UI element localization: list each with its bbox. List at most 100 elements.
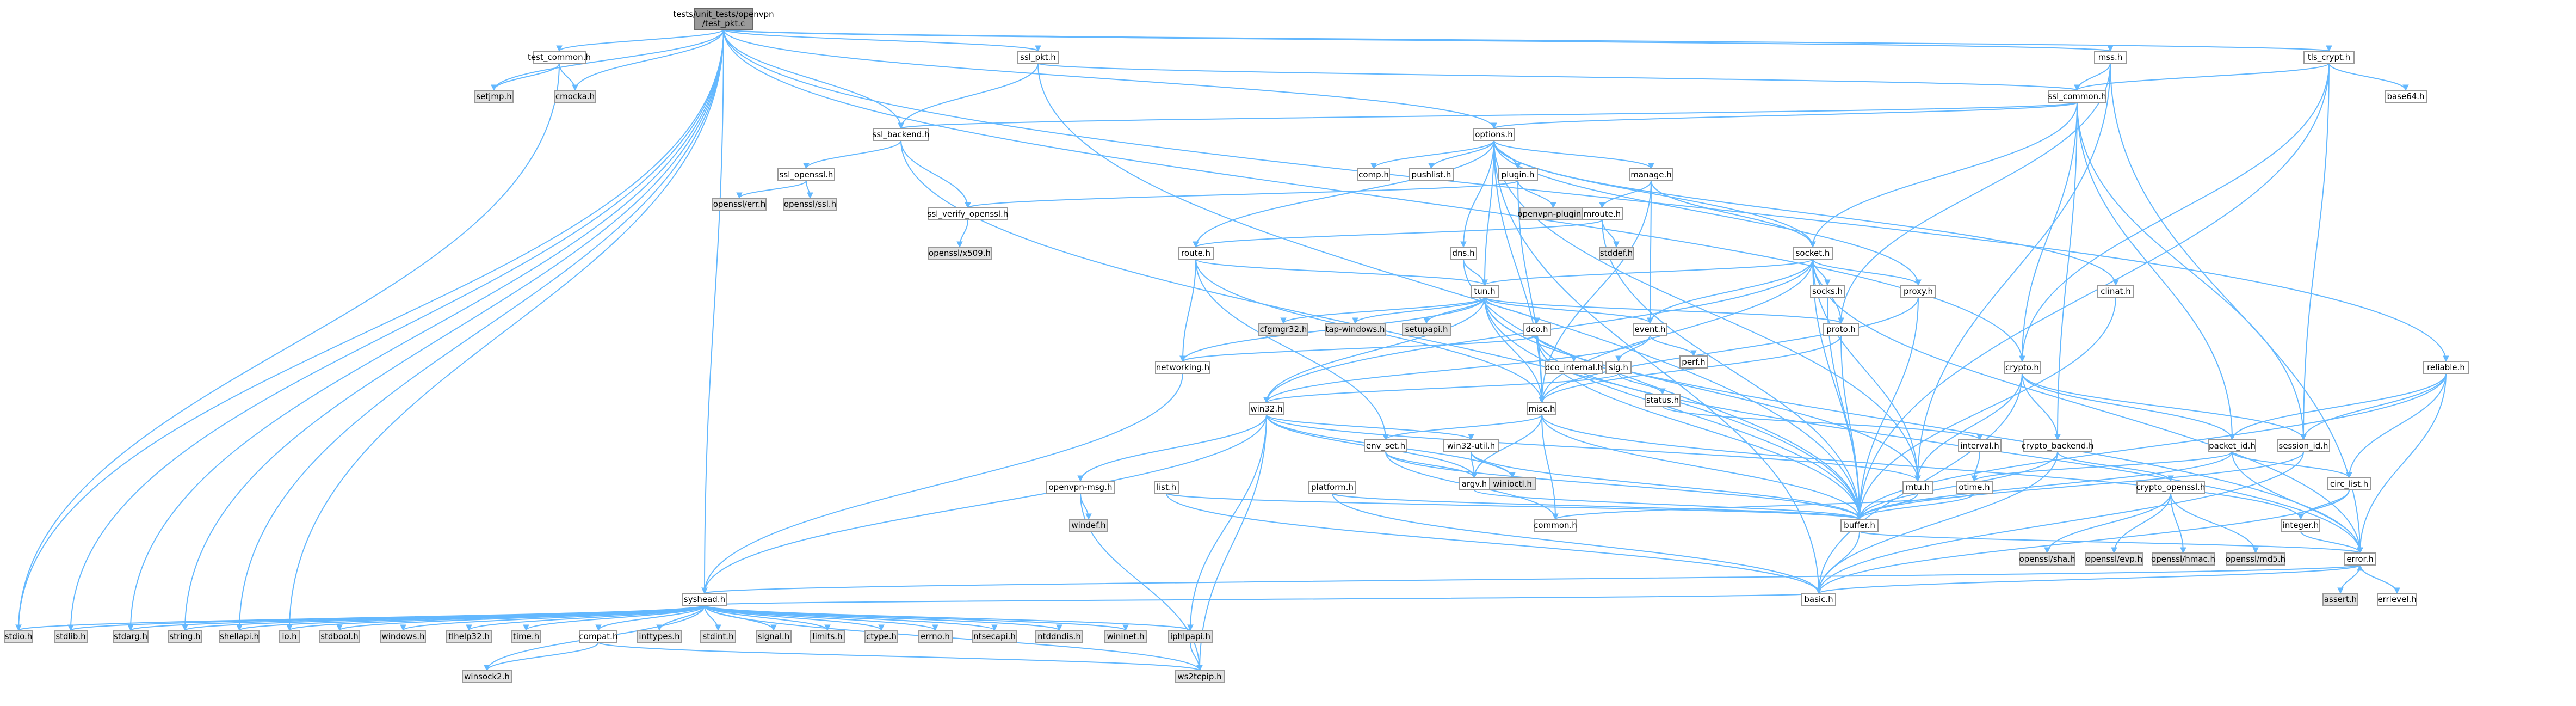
node-openssl-sha[interactable]: openssl/sha.h: [2019, 552, 2075, 566]
node-ntsecapi[interactable]: ntsecapi.h: [972, 630, 1017, 643]
node-clinat[interactable]: clinat.h: [2097, 285, 2134, 298]
node-platform[interactable]: platform.h: [1308, 481, 1356, 494]
node-packet-id[interactable]: packet_id.h: [2208, 439, 2256, 452]
node-env-set[interactable]: env_set.h: [1364, 439, 1407, 452]
node-status[interactable]: status.h: [1645, 394, 1681, 407]
node-openssl-evp[interactable]: openssl/evp.h: [2085, 552, 2143, 566]
node-openssl-err[interactable]: openssl/err.h: [712, 198, 767, 211]
node-manage[interactable]: manage.h: [1629, 168, 1673, 181]
node-cfgmgr32[interactable]: cfgmgr32.h: [1258, 323, 1308, 336]
node-pushlist[interactable]: pushlist.h: [1409, 168, 1454, 181]
node-mroute[interactable]: mroute.h: [1582, 207, 1623, 220]
node-integer[interactable]: integer.h: [2281, 519, 2320, 532]
node-basic[interactable]: basic.h: [1801, 593, 1836, 606]
node-comp[interactable]: comp.h: [1357, 168, 1390, 181]
node-misc[interactable]: misc.h: [1527, 402, 1556, 415]
node-error[interactable]: error.h: [2344, 552, 2376, 566]
node-common[interactable]: common.h: [1534, 519, 1577, 532]
node-stdint[interactable]: stdint.h: [700, 630, 736, 643]
node-win32-util[interactable]: win32-util.h: [1443, 439, 1499, 452]
node-errno[interactable]: errno.h: [918, 630, 953, 643]
node-setjmp[interactable]: setjmp.h: [474, 90, 514, 103]
node-stdbool[interactable]: stdbool.h: [319, 630, 360, 643]
node-ssl-common[interactable]: ssl_common.h: [2048, 90, 2106, 103]
node-win32[interactable]: win32.h: [1249, 402, 1284, 415]
node-time[interactable]: time.h: [511, 630, 541, 643]
node-tlhelp32[interactable]: tlhelp32.h: [446, 630, 492, 643]
node-inttypes[interactable]: inttypes.h: [637, 630, 682, 643]
node-otime[interactable]: otime.h: [1956, 481, 1993, 494]
node-openssl-hmac[interactable]: openssl/hmac.h: [2151, 552, 2215, 566]
node-perf[interactable]: perf.h: [1679, 355, 1708, 369]
node-tls-crypt[interactable]: tls_crypt.h: [2303, 51, 2355, 64]
node-event[interactable]: event.h: [1633, 323, 1667, 336]
node-list[interactable]: list.h: [1154, 481, 1179, 494]
node-crypto-openssl[interactable]: crypto_openssl.h: [2136, 481, 2206, 494]
node-crypto[interactable]: crypto.h: [2004, 361, 2041, 374]
node-io[interactable]: io.h: [279, 630, 300, 643]
node-dco[interactable]: dco.h: [1523, 323, 1551, 336]
node-proxy[interactable]: proxy.h: [1900, 285, 1936, 298]
node-reliable[interactable]: reliable.h: [2423, 361, 2469, 374]
node-socket[interactable]: socket.h: [1793, 247, 1833, 260]
include-edge-options-to-route: [1195, 140, 1494, 248]
node-ntddndis[interactable]: ntddndis.h: [1035, 630, 1083, 643]
node-syshead[interactable]: syshead.h: [682, 593, 727, 606]
node-mtu[interactable]: mtu.h: [1902, 481, 1933, 494]
node-tun[interactable]: tun.h: [1471, 285, 1499, 298]
node-compat[interactable]: compat.h: [579, 630, 618, 643]
node-openssl-md5[interactable]: openssl/md5.h: [2226, 552, 2285, 566]
node-assert[interactable]: assert.h: [2322, 593, 2358, 606]
node-circ-list[interactable]: circ_list.h: [2327, 477, 2371, 490]
node-stdlib[interactable]: stdlib.h: [54, 630, 88, 643]
node-ssl-openssl[interactable]: ssl_openssl.h: [777, 168, 835, 181]
node-ssl-verify-openssl[interactable]: ssl_verify_openssl.h: [928, 207, 1009, 220]
node-options[interactable]: options.h: [1473, 128, 1515, 141]
node-test-common[interactable]: test_common.h: [528, 51, 591, 64]
node-ssl-pkt[interactable]: ssl_pkt.h: [1017, 51, 1059, 64]
node-winsock2[interactable]: winsock2.h: [462, 670, 512, 683]
node-windows[interactable]: windows.h: [380, 630, 426, 643]
node-ssl-backend[interactable]: ssl_backend.h: [873, 128, 930, 141]
node-windef[interactable]: windef.h: [1069, 519, 1108, 532]
node-ws2tcpip[interactable]: ws2tcpip.h: [1175, 670, 1225, 683]
node-networking[interactable]: networking.h: [1155, 361, 1210, 374]
node-cmocka[interactable]: cmocka.h: [554, 90, 596, 103]
node-dco-internal[interactable]: dco_internal.h: [1545, 361, 1603, 374]
node-winioctl[interactable]: winioctl.h: [1489, 477, 1536, 490]
node-session-id[interactable]: session_id.h: [2277, 439, 2330, 452]
node-wininet[interactable]: wininet.h: [1104, 630, 1147, 643]
node-proto[interactable]: proto.h: [1823, 323, 1859, 336]
node-string[interactable]: string.h: [168, 630, 202, 643]
node-shellapi[interactable]: shellapi.h: [219, 630, 260, 643]
node-main[interactable]: tests/unit_tests/openvpn/test_pkt.c: [673, 8, 774, 30]
node-box: [1473, 128, 1515, 141]
node-setupapi[interactable]: setupapi.h: [1402, 323, 1451, 336]
node-sig[interactable]: sig.h: [1605, 361, 1632, 374]
node-signal[interactable]: signal.h: [756, 630, 792, 643]
node-label: win32-util.h: [1447, 441, 1495, 451]
node-openssl-x509[interactable]: openssl/x509.h: [928, 247, 992, 260]
node-plugin[interactable]: plugin.h: [1498, 168, 1538, 181]
node-openssl-ssl[interactable]: openssl/ssl.h: [783, 198, 837, 211]
node-interval[interactable]: interval.h: [1958, 439, 2002, 452]
node-errlevel[interactable]: errlevel.h: [2377, 593, 2417, 606]
node-buffer[interactable]: buffer.h: [1840, 519, 1879, 532]
node-tap-windows[interactable]: tap-windows.h: [1325, 323, 1386, 336]
node-stdio[interactable]: stdio.h: [4, 630, 33, 643]
node-openvpn-plugin[interactable]: openvpn-plugin.h: [1517, 207, 1589, 220]
node-ctype[interactable]: ctype.h: [864, 630, 898, 643]
node-crypto-backend[interactable]: crypto_backend.h: [2021, 439, 2094, 452]
node-socks[interactable]: socks.h: [1810, 285, 1845, 298]
node-openvpn-msg[interactable]: openvpn-msg.h: [1046, 481, 1115, 494]
node-mss[interactable]: mss.h: [2094, 51, 2127, 64]
node-stddef[interactable]: stddef.h: [1599, 247, 1634, 260]
node-base64[interactable]: base64.h: [2385, 90, 2427, 103]
node-limits[interactable]: limits.h: [810, 630, 845, 643]
node-iphlpapi[interactable]: iphlpapi.h: [1168, 630, 1213, 643]
node-argv[interactable]: argv.h: [1459, 477, 1490, 490]
include-edge-error-to-basic: [1818, 564, 2361, 594]
node-stdarg[interactable]: stdarg.h: [113, 630, 149, 643]
node-dns[interactable]: dns.h: [1450, 247, 1477, 260]
node-route[interactable]: route.h: [1178, 247, 1214, 260]
